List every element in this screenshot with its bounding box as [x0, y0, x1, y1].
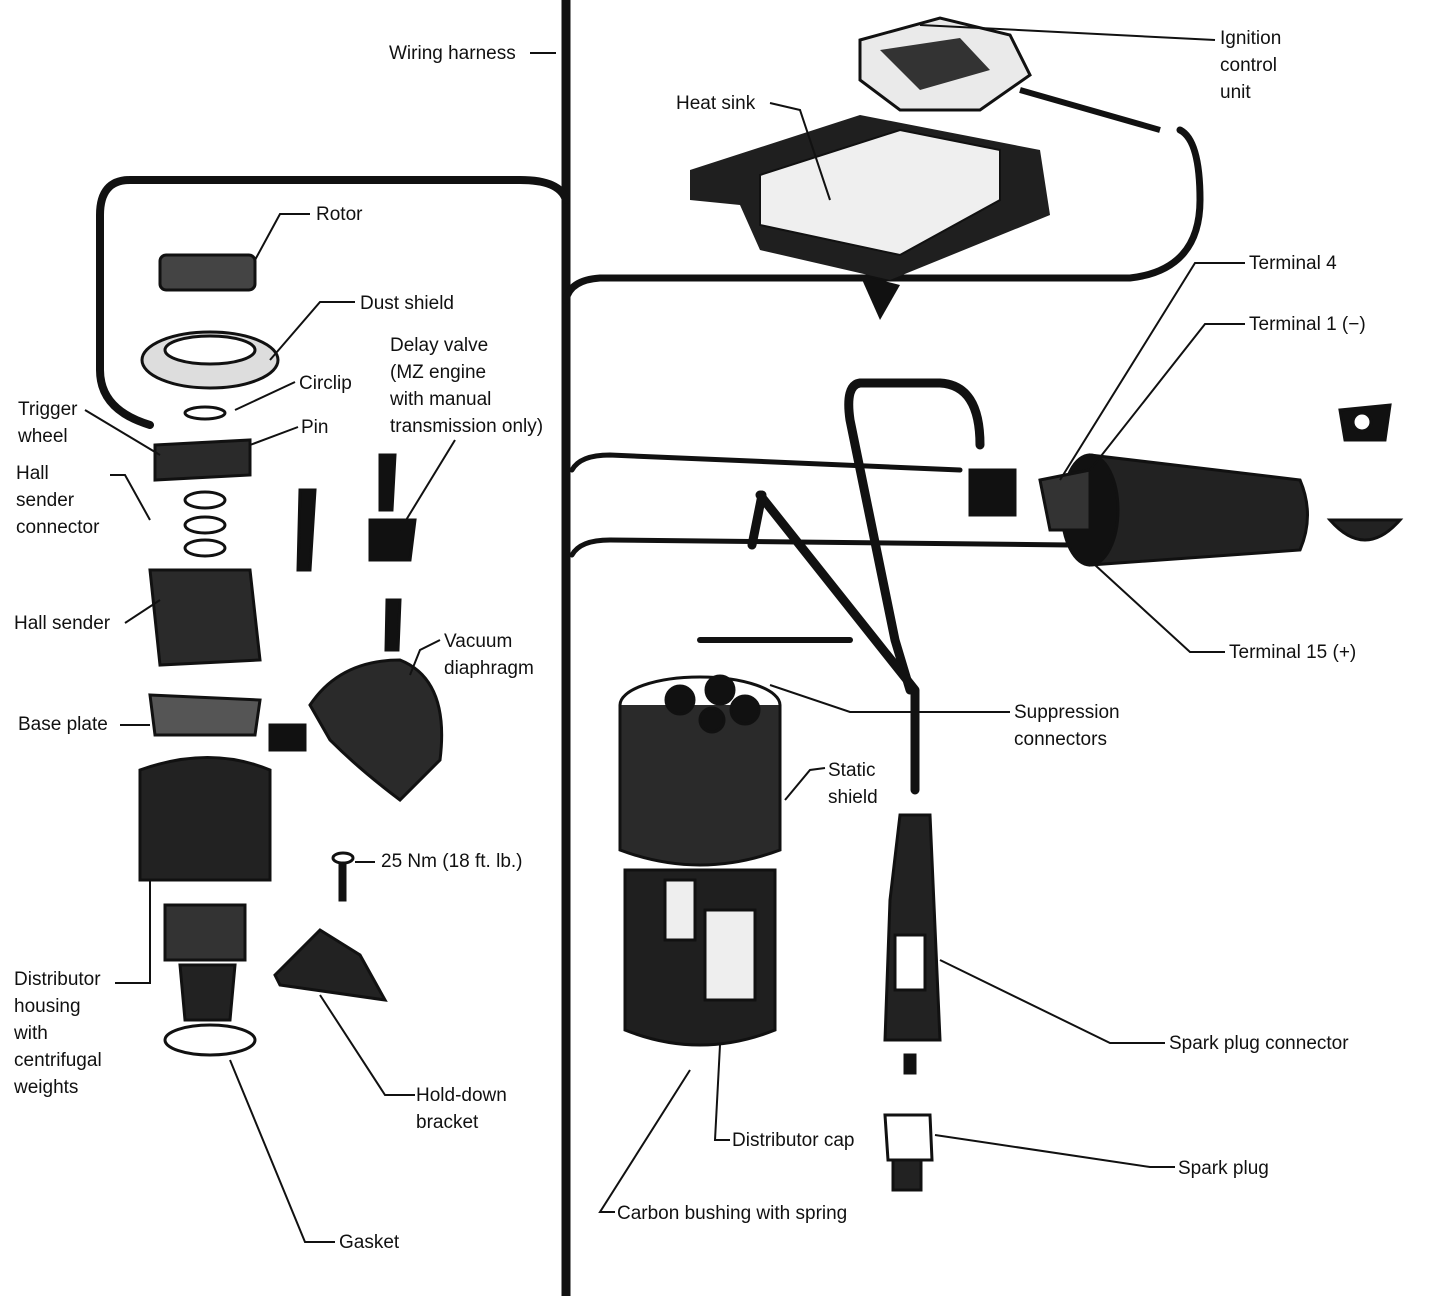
label-pin: Pin [301, 417, 329, 438]
leader-lines [84, 24, 1245, 1243]
label-ignition-control-unit-line-3: unit [1220, 82, 1251, 103]
label-trigger-wheel: Trigger wheel [18, 396, 77, 450]
harness-branch-left [96, 176, 570, 429]
label-trigger-wheel-line-2: wheel [18, 426, 68, 447]
label-distributor-housing-line-1: Distributor [14, 969, 101, 990]
ignition-control-unit-art [690, 16, 1161, 320]
label-delay-valve-line-4: transmission only) [390, 416, 544, 437]
label-delay-valve: Delay valve (MZ engine with manual trans… [390, 332, 543, 440]
label-spark-plug: Spark plug [1178, 1158, 1269, 1179]
label-hall-sender-connector-line-1: Hall [16, 463, 49, 484]
label-vacuum-diaphragm-line-1: Vacuum [444, 631, 513, 652]
label-suppression-connectors-line-2: connectors [1014, 729, 1107, 750]
label-hall-sender-connector-line-3: connector [16, 517, 100, 538]
label-hall-sender-connector: Hall sender connector [16, 460, 99, 541]
label-terminal-1: Terminal 1 (−) [1249, 314, 1366, 335]
label-suppression-connectors: Suppression connectors [1014, 699, 1120, 753]
label-hold-down-bracket-line-2: bracket [416, 1112, 479, 1133]
distributor-stack-art [138, 253, 444, 1057]
label-terminal-4: Terminal 4 [1249, 253, 1337, 274]
label-circlip: Circlip [299, 373, 352, 394]
label-distributor-housing-line-2: housing [14, 996, 81, 1017]
distributor-cap-art [618, 674, 782, 1047]
label-vacuum-diaphragm-line-2: diaphragm [444, 658, 534, 679]
plug-lead-2 [747, 490, 767, 550]
label-static-shield-line-2: shield [828, 787, 878, 808]
label-base-plate: Base plate [18, 714, 108, 735]
label-static-shield: Static shield [828, 757, 878, 811]
label-rotor: Rotor [316, 204, 363, 225]
label-delay-valve-line-3: with manual [390, 389, 492, 410]
harness-branch-coil-1 [569, 452, 963, 473]
label-delay-valve-line-1: Delay valve [390, 335, 489, 356]
plug-lead [755, 490, 920, 795]
label-gasket: Gasket [339, 1232, 400, 1253]
label-distributor-housing-line-3: with [14, 1023, 48, 1044]
label-suppression-connectors-line-1: Suppression [1014, 702, 1120, 723]
label-heat-sink: Heat sink [676, 93, 756, 114]
label-trigger-wheel-line-1: Trigger [18, 399, 78, 420]
label-delay-valve-line-2: (MZ engine [390, 362, 487, 383]
label-distributor-cap: Distributor cap [732, 1130, 855, 1151]
label-distributor-housing-line-4: centrifugal [14, 1050, 102, 1071]
label-static-shield-line-1: Static [828, 760, 876, 781]
ignition-coil-art [968, 403, 1404, 567]
label-torque-spec: 25 Nm (18 ft. lb.) [381, 851, 523, 872]
label-distributor-housing: Distributor housing with centrifugal wei… [14, 966, 102, 1101]
label-ignition-control-unit-line-1: Ignition [1220, 28, 1282, 49]
label-ignition-control-unit-line-2: control [1220, 55, 1278, 76]
label-spark-plug-connector: Spark plug connector [1169, 1033, 1349, 1054]
harness-branch-coil-2 [569, 537, 1073, 558]
label-ignition-control-unit: Ignition control unit [1220, 25, 1281, 106]
label-vacuum-diaphragm: Vacuum diaphragm [444, 628, 534, 682]
coil-wire [844, 378, 985, 695]
label-carbon-bushing: Carbon bushing with spring [617, 1203, 848, 1224]
label-hold-down-bracket-line-1: Hold-down [416, 1085, 507, 1106]
label-hold-down-bracket: Hold-down bracket [416, 1082, 507, 1136]
label-wiring-harness: Wiring harness [389, 43, 516, 64]
label-distributor-housing-line-5: weights [14, 1077, 79, 1098]
label-terminal-15: Terminal 15 (+) [1229, 642, 1357, 663]
label-hall-sender-connector-line-2: sender [16, 490, 75, 511]
harness-branch-icu [562, 126, 1204, 304]
label-hall-sender: Hall sender [14, 613, 111, 634]
label-dust-shield: Dust shield [360, 293, 454, 314]
spark-plug-art [883, 813, 942, 1192]
